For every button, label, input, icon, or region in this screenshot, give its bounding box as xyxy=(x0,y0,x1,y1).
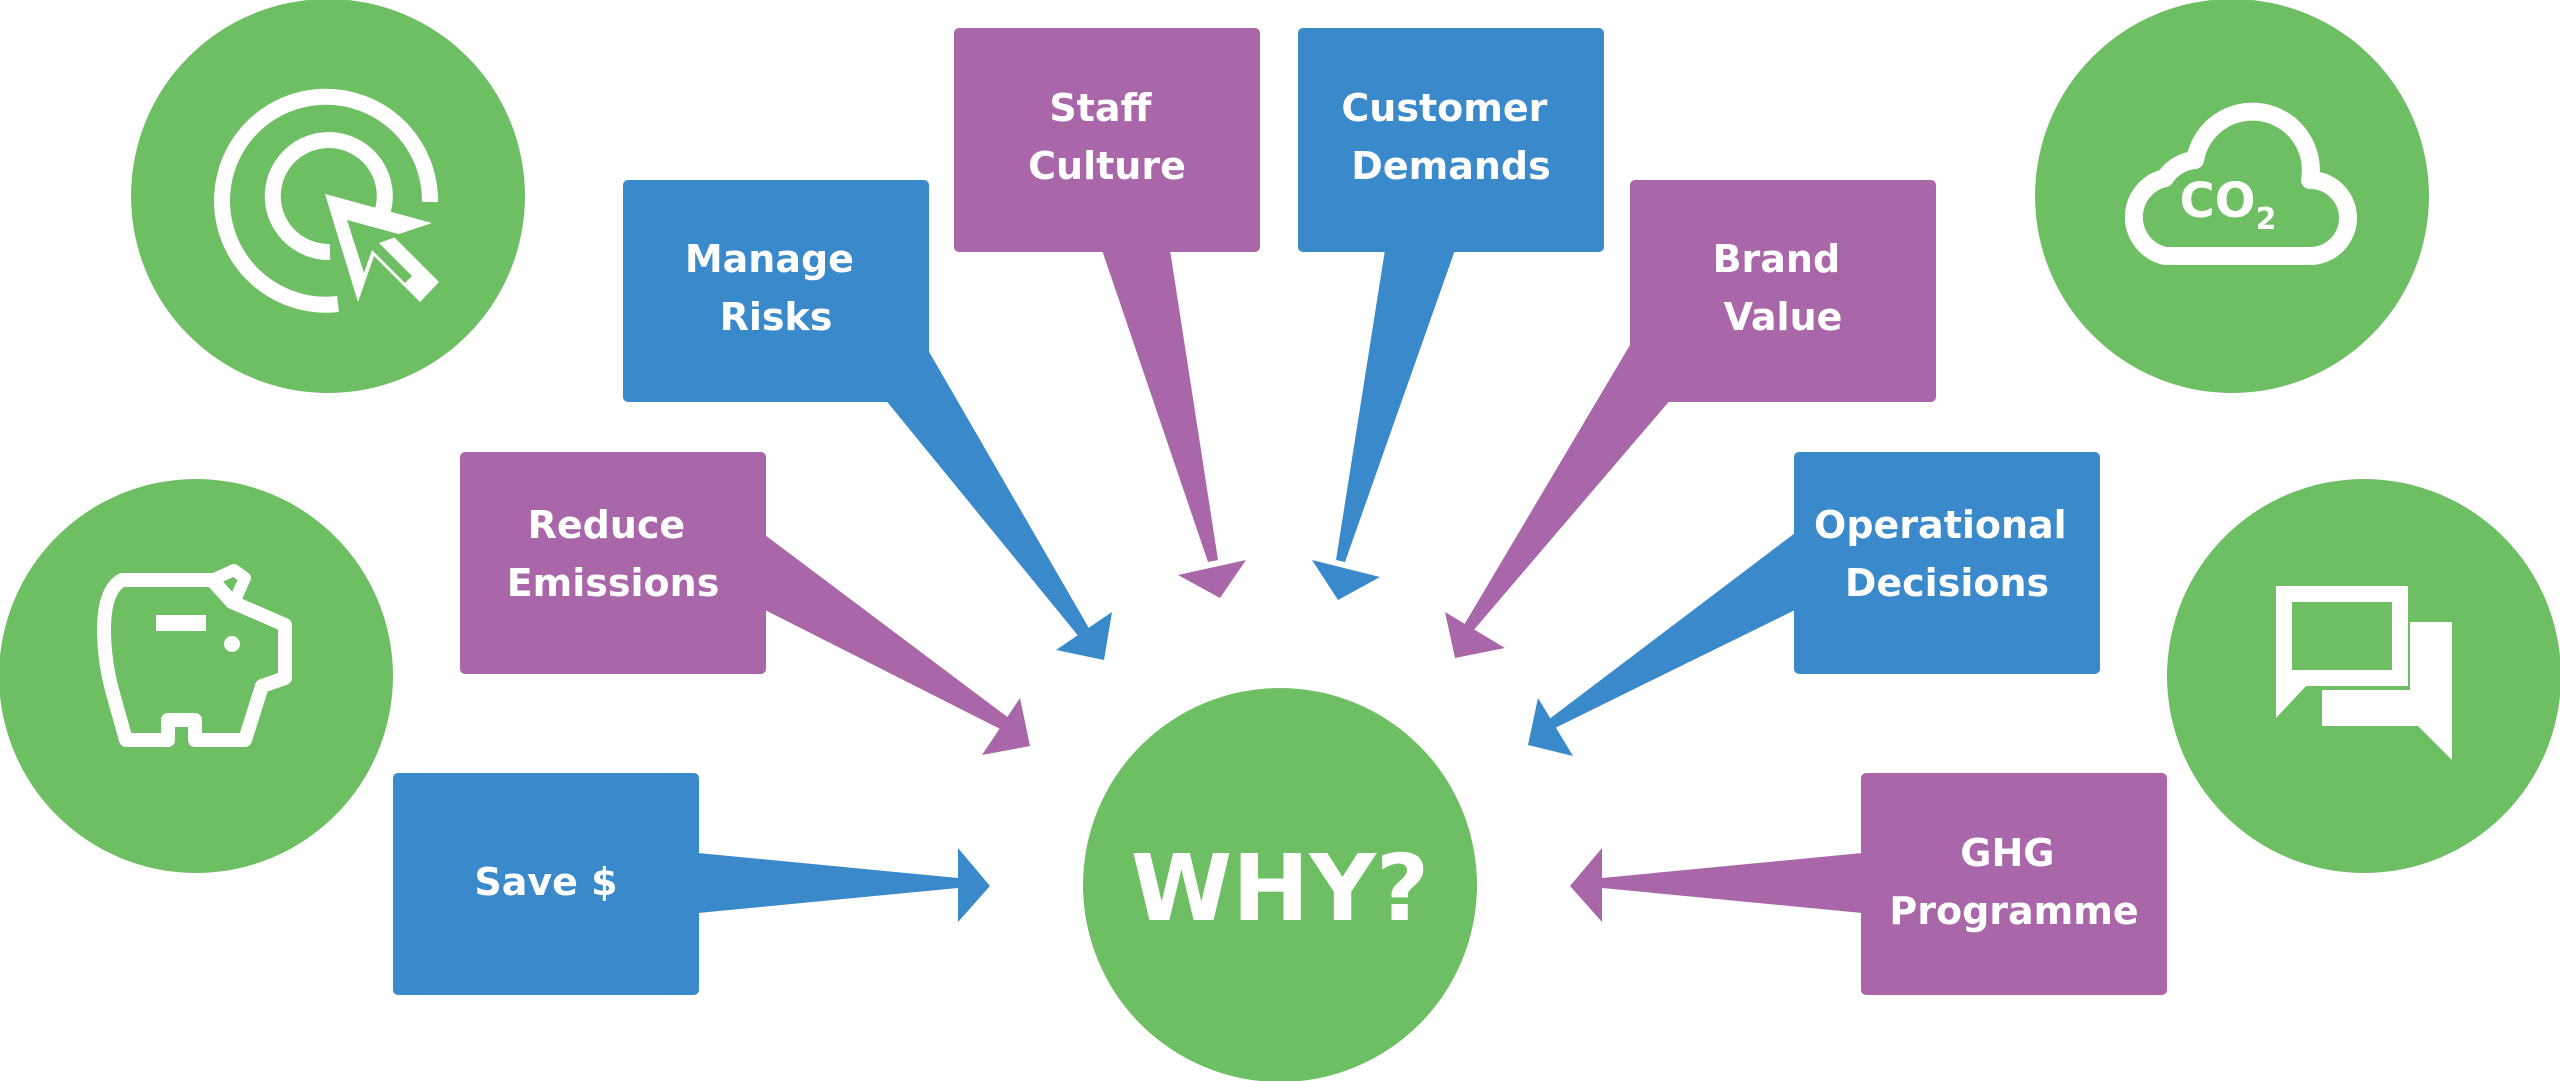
reason-label-customer-demands: Customer Demands xyxy=(1341,86,1560,188)
reason-box-staff-culture: Staff Culture xyxy=(954,28,1260,252)
arrow-staff-culture xyxy=(1102,250,1246,598)
center-label: WHY? xyxy=(1131,835,1429,942)
reason-box-customer-demands: Customer Demands xyxy=(1298,28,1604,252)
center-why: WHY? xyxy=(1083,688,1477,1081)
reason-box-ghg-programme: GHG Programme xyxy=(1861,773,2167,995)
reason-label-staff-culture: Staff Culture xyxy=(1028,86,1186,188)
reason-boxes: Save $ Reduce Emissions Manage Risks Sta… xyxy=(393,28,2167,995)
center-circle xyxy=(1083,688,1477,1081)
target-cursor-icon xyxy=(131,0,525,393)
reason-label-save-money: Save $ xyxy=(474,860,617,904)
arrow-operational-decisions xyxy=(1528,533,1795,756)
reason-label-operational-decisions: Operational Decisions xyxy=(1814,503,2080,605)
reason-label-manage-risks: Manage Risks xyxy=(685,237,867,339)
arrow-manage-risks xyxy=(884,350,1112,660)
arrow-reduce-emissions xyxy=(765,535,1030,755)
reason-box-manage-risks: Manage Risks xyxy=(623,180,929,402)
arrow-ghg-programme xyxy=(1570,848,1862,922)
reason-label-reduce-emissions: Reduce Emissions xyxy=(507,503,720,605)
arrow-brand-value xyxy=(1445,345,1672,658)
arrows xyxy=(698,250,1862,922)
co2-label: CO2 xyxy=(2180,173,2277,237)
chat-bubbles-icon xyxy=(2167,479,2560,873)
reason-box-save-money: Save $ xyxy=(393,773,699,995)
piggy-bank-icon xyxy=(0,479,393,873)
reason-label-ghg-programme: GHG Programme xyxy=(1889,831,2138,933)
reason-box-brand-value: Brand Value xyxy=(1630,180,1936,402)
reason-label-brand-value: Brand Value xyxy=(1713,237,1854,339)
co2-cloud-icon: CO2 xyxy=(2035,0,2429,393)
arrow-customer-demands xyxy=(1312,250,1455,600)
reason-box-operational-decisions: Operational Decisions xyxy=(1794,452,2100,674)
reason-box-reduce-emissions: Reduce Emissions xyxy=(460,452,766,674)
arrow-save-money xyxy=(698,848,990,922)
